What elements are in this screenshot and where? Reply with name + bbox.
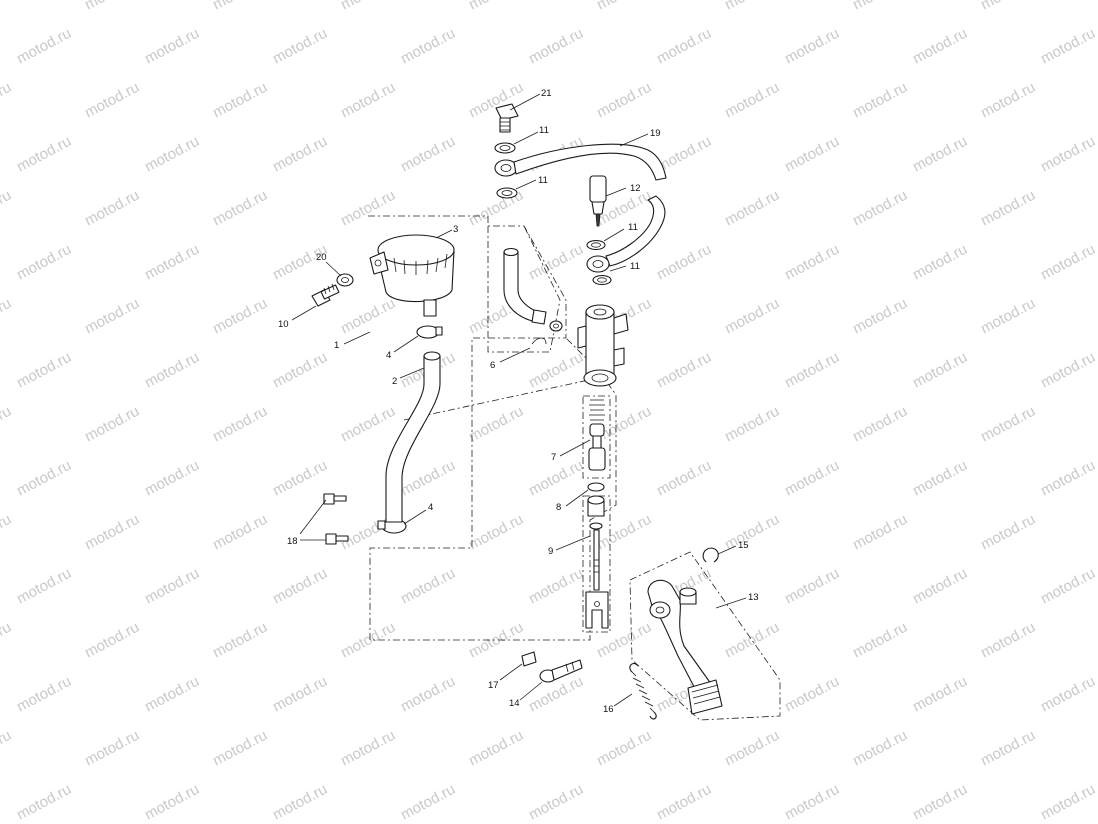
callout-11-d: 11	[630, 261, 640, 272]
brake-hose-19	[494, 143, 667, 181]
leader-20	[509, 93, 541, 111]
pivot-pin-14	[539, 659, 583, 683]
leader-2	[399, 367, 425, 379]
leader-21	[325, 261, 342, 277]
callout-7: 7	[551, 452, 556, 463]
assembly-outline-7	[582, 395, 611, 479]
leader-11c	[603, 228, 625, 242]
grease-nipple-17	[521, 651, 537, 667]
bolt-10	[311, 283, 340, 307]
reservoir-hose-2	[385, 351, 441, 523]
push-rod-9	[585, 495, 609, 629]
callout-11-b: 11	[538, 175, 548, 186]
bolt-20	[495, 103, 519, 133]
callout-19: 19	[650, 128, 661, 139]
callout-21: 20	[316, 252, 327, 263]
callout-15: 15	[738, 540, 749, 551]
leader-16	[613, 693, 633, 707]
leader-15	[717, 545, 737, 555]
leader-7	[559, 439, 591, 457]
brake-hose-19-lower	[586, 195, 666, 273]
washer-11-right-lower	[592, 274, 612, 286]
callout-16: 16	[603, 704, 614, 715]
callout-4-b: 4	[428, 502, 433, 513]
leader-19	[619, 133, 649, 147]
callout-11-c: 11	[628, 222, 638, 233]
callout-17: 17	[488, 680, 499, 691]
callout-2: 2	[392, 376, 397, 387]
leader-14	[519, 681, 543, 701]
leader-12	[605, 187, 627, 197]
callout-12: 12	[630, 183, 641, 194]
switch-12	[589, 175, 607, 227]
axis-line	[403, 377, 599, 421]
leader-4b	[403, 509, 427, 525]
callout-9: 9	[548, 546, 553, 557]
master-cylinder-body	[577, 304, 629, 387]
washer-11-lower	[496, 187, 518, 199]
leader-10	[291, 305, 317, 321]
callout-8: 8	[556, 502, 561, 513]
reservoir-3	[369, 234, 455, 317]
assembly-outline-9	[582, 495, 611, 633]
callout-1: 1	[334, 340, 339, 351]
washer-21	[336, 273, 354, 287]
hose-fitting-6	[503, 247, 563, 345]
callout-3: 3	[453, 224, 458, 235]
callout-6: 6	[490, 360, 495, 371]
leader-18a	[299, 499, 327, 535]
assembly-outline-13	[629, 551, 781, 721]
washer-11-right-upper	[586, 239, 606, 251]
leader-1	[343, 331, 371, 345]
assembly-outline-6	[487, 225, 561, 353]
bushing-13	[679, 587, 697, 605]
leader-11a	[513, 131, 539, 145]
return-spring-16	[629, 663, 657, 720]
leader-11b	[515, 179, 537, 190]
callout-20: 21	[541, 88, 552, 99]
bolt-18-lower	[325, 533, 349, 545]
circlip-8	[587, 482, 605, 492]
leader-13	[715, 597, 747, 609]
leader-9	[555, 535, 591, 551]
brake-pedal-13	[647, 579, 723, 715]
callout-14: 14	[509, 698, 520, 709]
hose-clamp-4-upper	[416, 325, 443, 339]
callout-13: 13	[748, 592, 759, 603]
leader-11d	[609, 265, 627, 272]
callout-4-a: 4	[386, 350, 391, 361]
leader-8	[565, 489, 589, 507]
leader-6	[499, 347, 531, 363]
piston-kit-7	[588, 399, 606, 471]
leader-4a	[393, 335, 419, 353]
callout-18: 18	[287, 536, 298, 547]
washer-11-upper	[494, 142, 516, 154]
leader-3	[435, 229, 453, 239]
bolt-18-upper	[323, 493, 347, 505]
callout-10: 10	[278, 319, 289, 330]
leader-17	[499, 663, 523, 681]
clip-15	[702, 547, 719, 563]
callout-11-a: 11	[539, 125, 549, 136]
